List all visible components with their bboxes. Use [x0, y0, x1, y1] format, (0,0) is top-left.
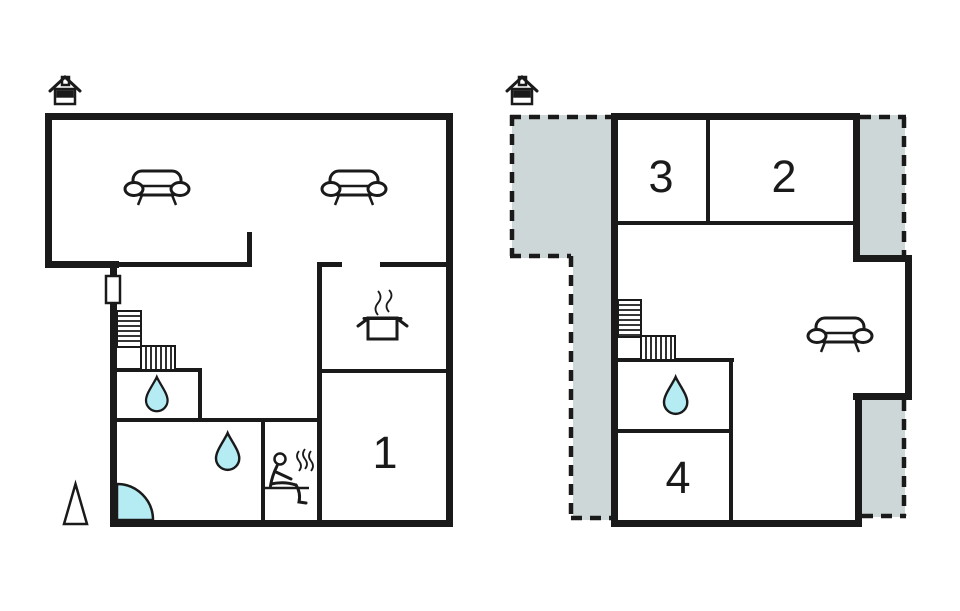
- wall-segment: [317, 262, 322, 520]
- stairs-icon: [617, 299, 676, 361]
- wall-segment: [45, 113, 453, 120]
- entrance-house-icon: [48, 75, 82, 106]
- wall-segment: [618, 429, 729, 433]
- sofa-icon: [320, 169, 388, 207]
- wall-segment: [45, 113, 52, 268]
- wall-segment: [446, 113, 453, 527]
- wall-segment: [322, 369, 446, 373]
- stairs-icon: [116, 310, 176, 371]
- water-drop-icon: [144, 375, 169, 413]
- water-drop-icon: [662, 375, 689, 416]
- wall-segment: [117, 262, 252, 267]
- wall-segment: [117, 418, 321, 422]
- wall-segment: [618, 221, 853, 225]
- wall-segment: [706, 120, 710, 224]
- wall-segment: [380, 262, 448, 267]
- water-drop-icon: [214, 431, 241, 472]
- room-4-label: 4: [665, 452, 690, 503]
- wall-segment: [611, 520, 862, 527]
- ground-floor-plan: 1: [45, 75, 453, 527]
- north-triangle-icon: [62, 479, 89, 526]
- room-3-label: 3: [648, 151, 673, 202]
- wall-segment: [261, 418, 265, 520]
- interior-walls: [117, 232, 448, 520]
- wall-segment: [110, 261, 117, 527]
- upper-floor-plan: 3 2 4: [505, 75, 912, 527]
- corner-shower-icon: [115, 482, 155, 522]
- cooking-pot-icon: [356, 289, 409, 341]
- wall-segment: [853, 255, 912, 262]
- entrance-house-icon: [505, 75, 539, 106]
- wall-segment: [318, 262, 342, 267]
- room-1-label: 1: [372, 427, 397, 478]
- sofa-icon: [123, 169, 191, 207]
- terrace-area: [862, 400, 907, 519]
- outer-walls: [611, 113, 912, 527]
- terrace-area: [860, 114, 907, 255]
- wall-segment: [855, 393, 862, 527]
- wall-segment: [905, 255, 912, 400]
- wall-segment: [198, 368, 202, 422]
- outer-walls: [45, 113, 453, 527]
- wall-segment: [729, 358, 733, 520]
- wall-segment: [853, 113, 860, 262]
- sofa-icon: [806, 316, 874, 354]
- window-icon: [104, 274, 122, 305]
- terrace-area: [509, 114, 612, 521]
- wall-segment: [853, 393, 912, 400]
- wall-segment: [611, 113, 618, 527]
- wall-segment: [247, 232, 252, 267]
- wall-segment: [45, 261, 119, 268]
- wall-segment: [613, 113, 860, 120]
- wall-segment: [110, 520, 453, 527]
- sauna-icon: [265, 448, 314, 505]
- room-2-label: 2: [771, 151, 796, 202]
